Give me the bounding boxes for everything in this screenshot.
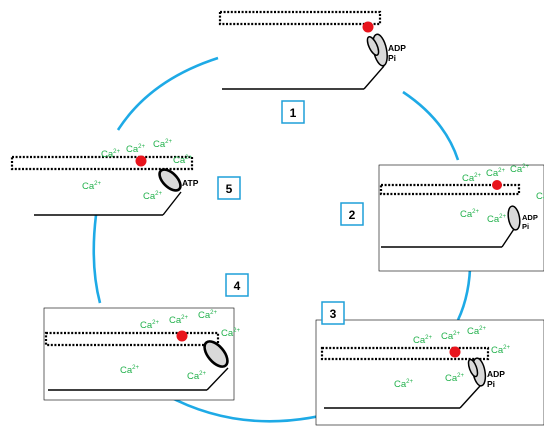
myosin-head [507, 205, 521, 231]
state-1: ADP Pi 1 [218, 10, 406, 124]
calcium-ion: Ca2+ [140, 320, 159, 331]
thick-filament [44, 331, 220, 347]
step-number: 4 [234, 279, 241, 293]
calcium-ion: Ca2+ [460, 209, 479, 220]
myosin-head-lobe [467, 358, 479, 378]
calcium-ion: Ca2+ [221, 328, 240, 339]
calcium-ion: Ca [536, 191, 544, 202]
nucleotide-label: ATP [182, 178, 199, 188]
step-box [321, 301, 345, 325]
thick-filament [379, 183, 521, 196]
nucleotide-label: Pi [388, 53, 396, 63]
nucleotide-label: ADP [522, 213, 538, 222]
nucleotide-label: Pi [487, 379, 495, 389]
calcium-ion: Ca2+ [441, 331, 460, 342]
calcium-ion: Ca2+ [394, 379, 413, 390]
tropomyosin-marker [362, 21, 374, 33]
myosin-neck [162, 191, 182, 216]
calcium-ion: Ca2+ [467, 326, 486, 337]
thick-filament [10, 155, 194, 171]
cycle-arc-top-right [402, 90, 460, 161]
calcium-ion: Ca2+ [126, 144, 145, 155]
calcium-ion: Ca2+ [82, 181, 101, 192]
calcium-ion: Ca2+ [486, 168, 505, 179]
calcium-ion: Ca2+ [445, 373, 464, 384]
thick-filament [218, 10, 382, 26]
step-box [225, 273, 249, 297]
myosin-neck [363, 65, 385, 90]
nucleotide-label: Pi [522, 222, 529, 231]
panel-frame [43, 307, 235, 401]
myosin-head [203, 340, 229, 368]
step-box [340, 202, 364, 226]
tropomyosin-marker [449, 346, 461, 358]
calcium-ion: Ca2+ [173, 155, 192, 166]
step-number: 2 [349, 208, 356, 222]
state-5: ATP Ca2+ Ca2+ Ca2+ Ca2+ Ca2+ Ca2+ 5 [10, 139, 241, 216]
tropomyosin-marker [135, 155, 147, 167]
state-4: Ca2+ Ca2+ Ca2+ Ca2+ Ca2+ Ca2+ 4 [43, 273, 249, 401]
calcium-ion: Ca2+ [101, 149, 120, 160]
thick-filament [320, 346, 490, 361]
state-2: ADP Pi Ca2+ Ca2+ Ca2+ Ca Ca2+ Ca2+ 2 [340, 164, 544, 272]
nucleotide-label: ADP [388, 43, 406, 53]
calcium-ion: Ca2+ [413, 335, 432, 346]
calcium-ion: Ca2+ [120, 365, 139, 376]
myosin-neck [501, 228, 515, 248]
calcium-ion: Ca2+ [198, 310, 217, 321]
cycle-arc-left [92, 214, 102, 304]
calcium-ion: Ca2+ [462, 173, 481, 184]
calcium-ion: Ca2+ [510, 164, 529, 175]
calcium-ion: Ca2+ [491, 345, 510, 356]
state-3: ADP Pi Ca2+ Ca2+ Ca2+ Ca2+ Ca2+ Ca2+ 3 [315, 301, 544, 426]
tropomyosin-marker [176, 330, 188, 342]
step-number: 1 [290, 106, 297, 120]
step-number: 5 [226, 182, 233, 196]
myosin-head [158, 168, 182, 192]
myosin-neck [206, 367, 229, 391]
myosin-head-lobe [366, 36, 380, 56]
calcium-ion: Ca2+ [143, 191, 162, 202]
myosin-neck [459, 385, 481, 409]
calcium-ion: Ca2+ [487, 214, 506, 225]
cycle-arc-top-left [116, 56, 219, 131]
calcium-ion: Ca2+ [153, 139, 172, 150]
nucleotide-label: ADP [487, 369, 505, 379]
tropomyosin-marker [492, 180, 502, 190]
calcium-ion: Ca2+ [187, 371, 206, 382]
step-number: 3 [330, 307, 337, 321]
calcium-ion: Ca2+ [169, 315, 188, 326]
step-box [217, 176, 241, 200]
step-box [281, 100, 305, 124]
